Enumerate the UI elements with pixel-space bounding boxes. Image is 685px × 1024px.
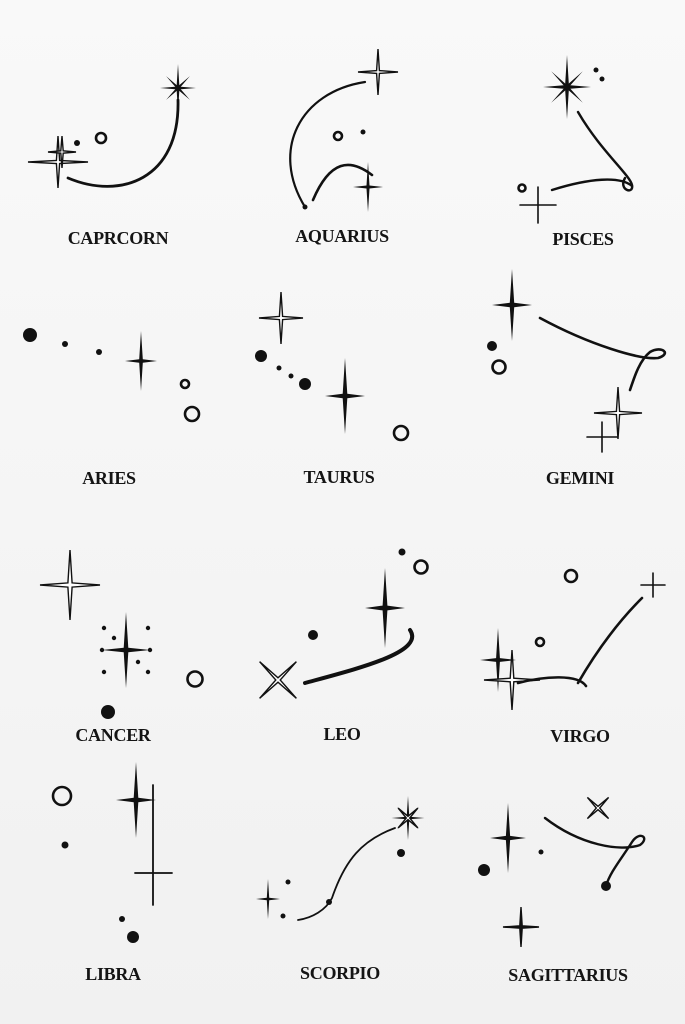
label-leo: LEO — [323, 724, 361, 744]
dot — [487, 341, 497, 351]
star-icon — [551, 71, 583, 103]
label-aquarius: AQUARIUS — [295, 226, 389, 246]
dot — [101, 625, 107, 631]
ring — [183, 405, 201, 423]
dot — [285, 879, 291, 885]
dot — [302, 204, 308, 210]
dot — [360, 129, 366, 135]
dot — [127, 931, 139, 943]
constellation-line — [538, 316, 667, 392]
constellation-line — [134, 784, 173, 906]
constellation-line — [519, 186, 557, 224]
ring — [563, 568, 579, 584]
outline-star-icon — [27, 135, 89, 189]
constellation-line — [586, 421, 618, 453]
ring — [332, 130, 344, 142]
constellation-line — [66, 98, 180, 188]
label-scorpio: SCORPIO — [300, 963, 380, 983]
star-icon — [480, 628, 516, 692]
outline-star-icon — [397, 807, 419, 829]
dot — [147, 647, 153, 653]
ring — [392, 424, 410, 442]
dot — [96, 349, 102, 355]
constellation-line — [576, 596, 644, 685]
outline-star-icon — [258, 291, 304, 345]
constellation-line — [311, 163, 374, 202]
label-virgo: VIRGO — [550, 726, 610, 746]
dot — [23, 328, 37, 342]
dot — [326, 899, 332, 905]
dot — [101, 669, 107, 675]
star-icon — [256, 879, 280, 919]
constellation-line — [516, 676, 588, 688]
outline-star-icon — [39, 549, 101, 621]
dot — [74, 140, 80, 146]
ring — [517, 183, 527, 193]
dot — [111, 635, 117, 641]
star-icon — [125, 331, 157, 391]
dot — [601, 881, 611, 891]
dot — [593, 67, 599, 73]
outline-star-icon — [357, 48, 399, 96]
label-aries: ARIES — [82, 468, 136, 488]
outline-star-icon — [483, 649, 541, 711]
star-icon — [102, 612, 150, 688]
star-icon — [492, 269, 532, 341]
ring — [413, 559, 429, 575]
label-libra: LIBRA — [85, 964, 141, 984]
dot — [61, 841, 69, 849]
star-icon — [353, 162, 383, 212]
dot — [135, 659, 141, 665]
outline-star-icon — [259, 661, 297, 699]
dot — [62, 341, 68, 347]
ring — [94, 131, 108, 145]
ring — [51, 785, 73, 807]
dot — [308, 630, 318, 640]
constellation-line — [289, 80, 367, 209]
dot — [299, 378, 311, 390]
ring — [186, 670, 204, 688]
star-icon — [325, 358, 365, 434]
dot — [398, 548, 406, 556]
label-taurus: TAURUS — [303, 467, 375, 487]
label-capricorn: CAPRCORN — [67, 228, 169, 248]
label-sagittarius: SAGITTARIUS — [508, 965, 628, 985]
dot — [276, 365, 282, 371]
dot — [99, 647, 105, 653]
label-pisces: PISCES — [552, 229, 614, 249]
ring — [179, 378, 191, 390]
constellation-line — [303, 628, 415, 685]
constellation-line — [640, 572, 666, 598]
star-icon — [490, 803, 526, 873]
dot — [288, 373, 294, 379]
star-icon — [166, 76, 190, 100]
label-gemini: GEMINI — [545, 468, 615, 488]
constellation-line — [504, 910, 538, 944]
dot — [280, 913, 286, 919]
ring — [491, 359, 507, 375]
dot — [145, 625, 151, 631]
ring — [534, 636, 546, 648]
star-icon — [116, 762, 156, 838]
dot — [255, 350, 267, 362]
dot — [101, 705, 115, 719]
outline-star-icon — [586, 796, 610, 820]
dot — [145, 669, 151, 675]
label-cancer: CANCER — [75, 725, 151, 745]
outline-star-icon — [47, 135, 77, 169]
star-icon — [365, 568, 405, 648]
dot — [397, 849, 405, 857]
dot — [599, 76, 605, 82]
constellation-line — [543, 816, 646, 888]
constellation-line — [297, 827, 396, 921]
dot — [119, 916, 125, 922]
constellation-line — [550, 178, 634, 192]
dot — [538, 849, 544, 855]
dot — [478, 864, 490, 876]
outline-star-icon — [593, 386, 643, 440]
